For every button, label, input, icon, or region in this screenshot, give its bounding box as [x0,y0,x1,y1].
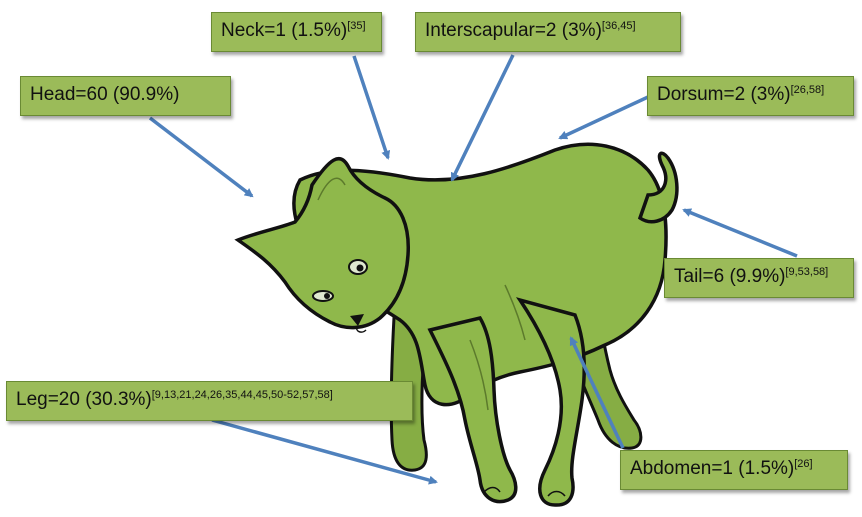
arrow-tail [684,210,797,256]
label-abdomen-text: Abdomen=1 (1.5%) [630,458,794,479]
label-interscapular: Interscapular=2 (3%)[36,45] [415,12,681,52]
cat-pupil-lower [324,293,330,299]
label-leg-text: Leg=20 (30.3%) [16,389,152,410]
label-dorsum-text: Dorsum=2 (3%) [657,84,791,105]
label-neck-ref: [35] [347,20,365,32]
label-tail-ref: [9,53,58] [785,266,828,278]
cat-pupil-upper [357,265,364,272]
label-dorsum-ref: [26,58] [791,84,825,96]
arrow-neck [354,56,388,158]
label-leg-ref: [9,13,21,24,26,35,44,45,50-52,57,58] [152,389,333,401]
label-neck: Neck=1 (1.5%)[35] [211,12,382,52]
label-head-text: Head=60 (90.9%) [30,84,179,105]
label-leg: Leg=20 (30.3%)[9,13,21,24,26,35,44,45,50… [6,381,413,421]
arrow-dorsum [560,97,648,138]
label-abdomen: Abdomen=1 (1.5%)[26] [620,450,848,490]
arrow-interscapular [452,55,513,180]
arrow-head [150,118,252,196]
label-tail: Tail=6 (9.9%)[9,53,58] [664,258,854,298]
label-interscapular-ref: [36,45] [602,20,636,32]
label-head: Head=60 (90.9%) [20,76,231,116]
label-interscapular-text: Interscapular=2 (3%) [425,20,602,41]
label-abdomen-ref: [26] [794,458,812,470]
label-neck-text: Neck=1 (1.5%) [221,20,347,41]
label-dorsum: Dorsum=2 (3%)[26,58] [647,76,854,116]
label-tail-text: Tail=6 (9.9%) [674,266,785,287]
